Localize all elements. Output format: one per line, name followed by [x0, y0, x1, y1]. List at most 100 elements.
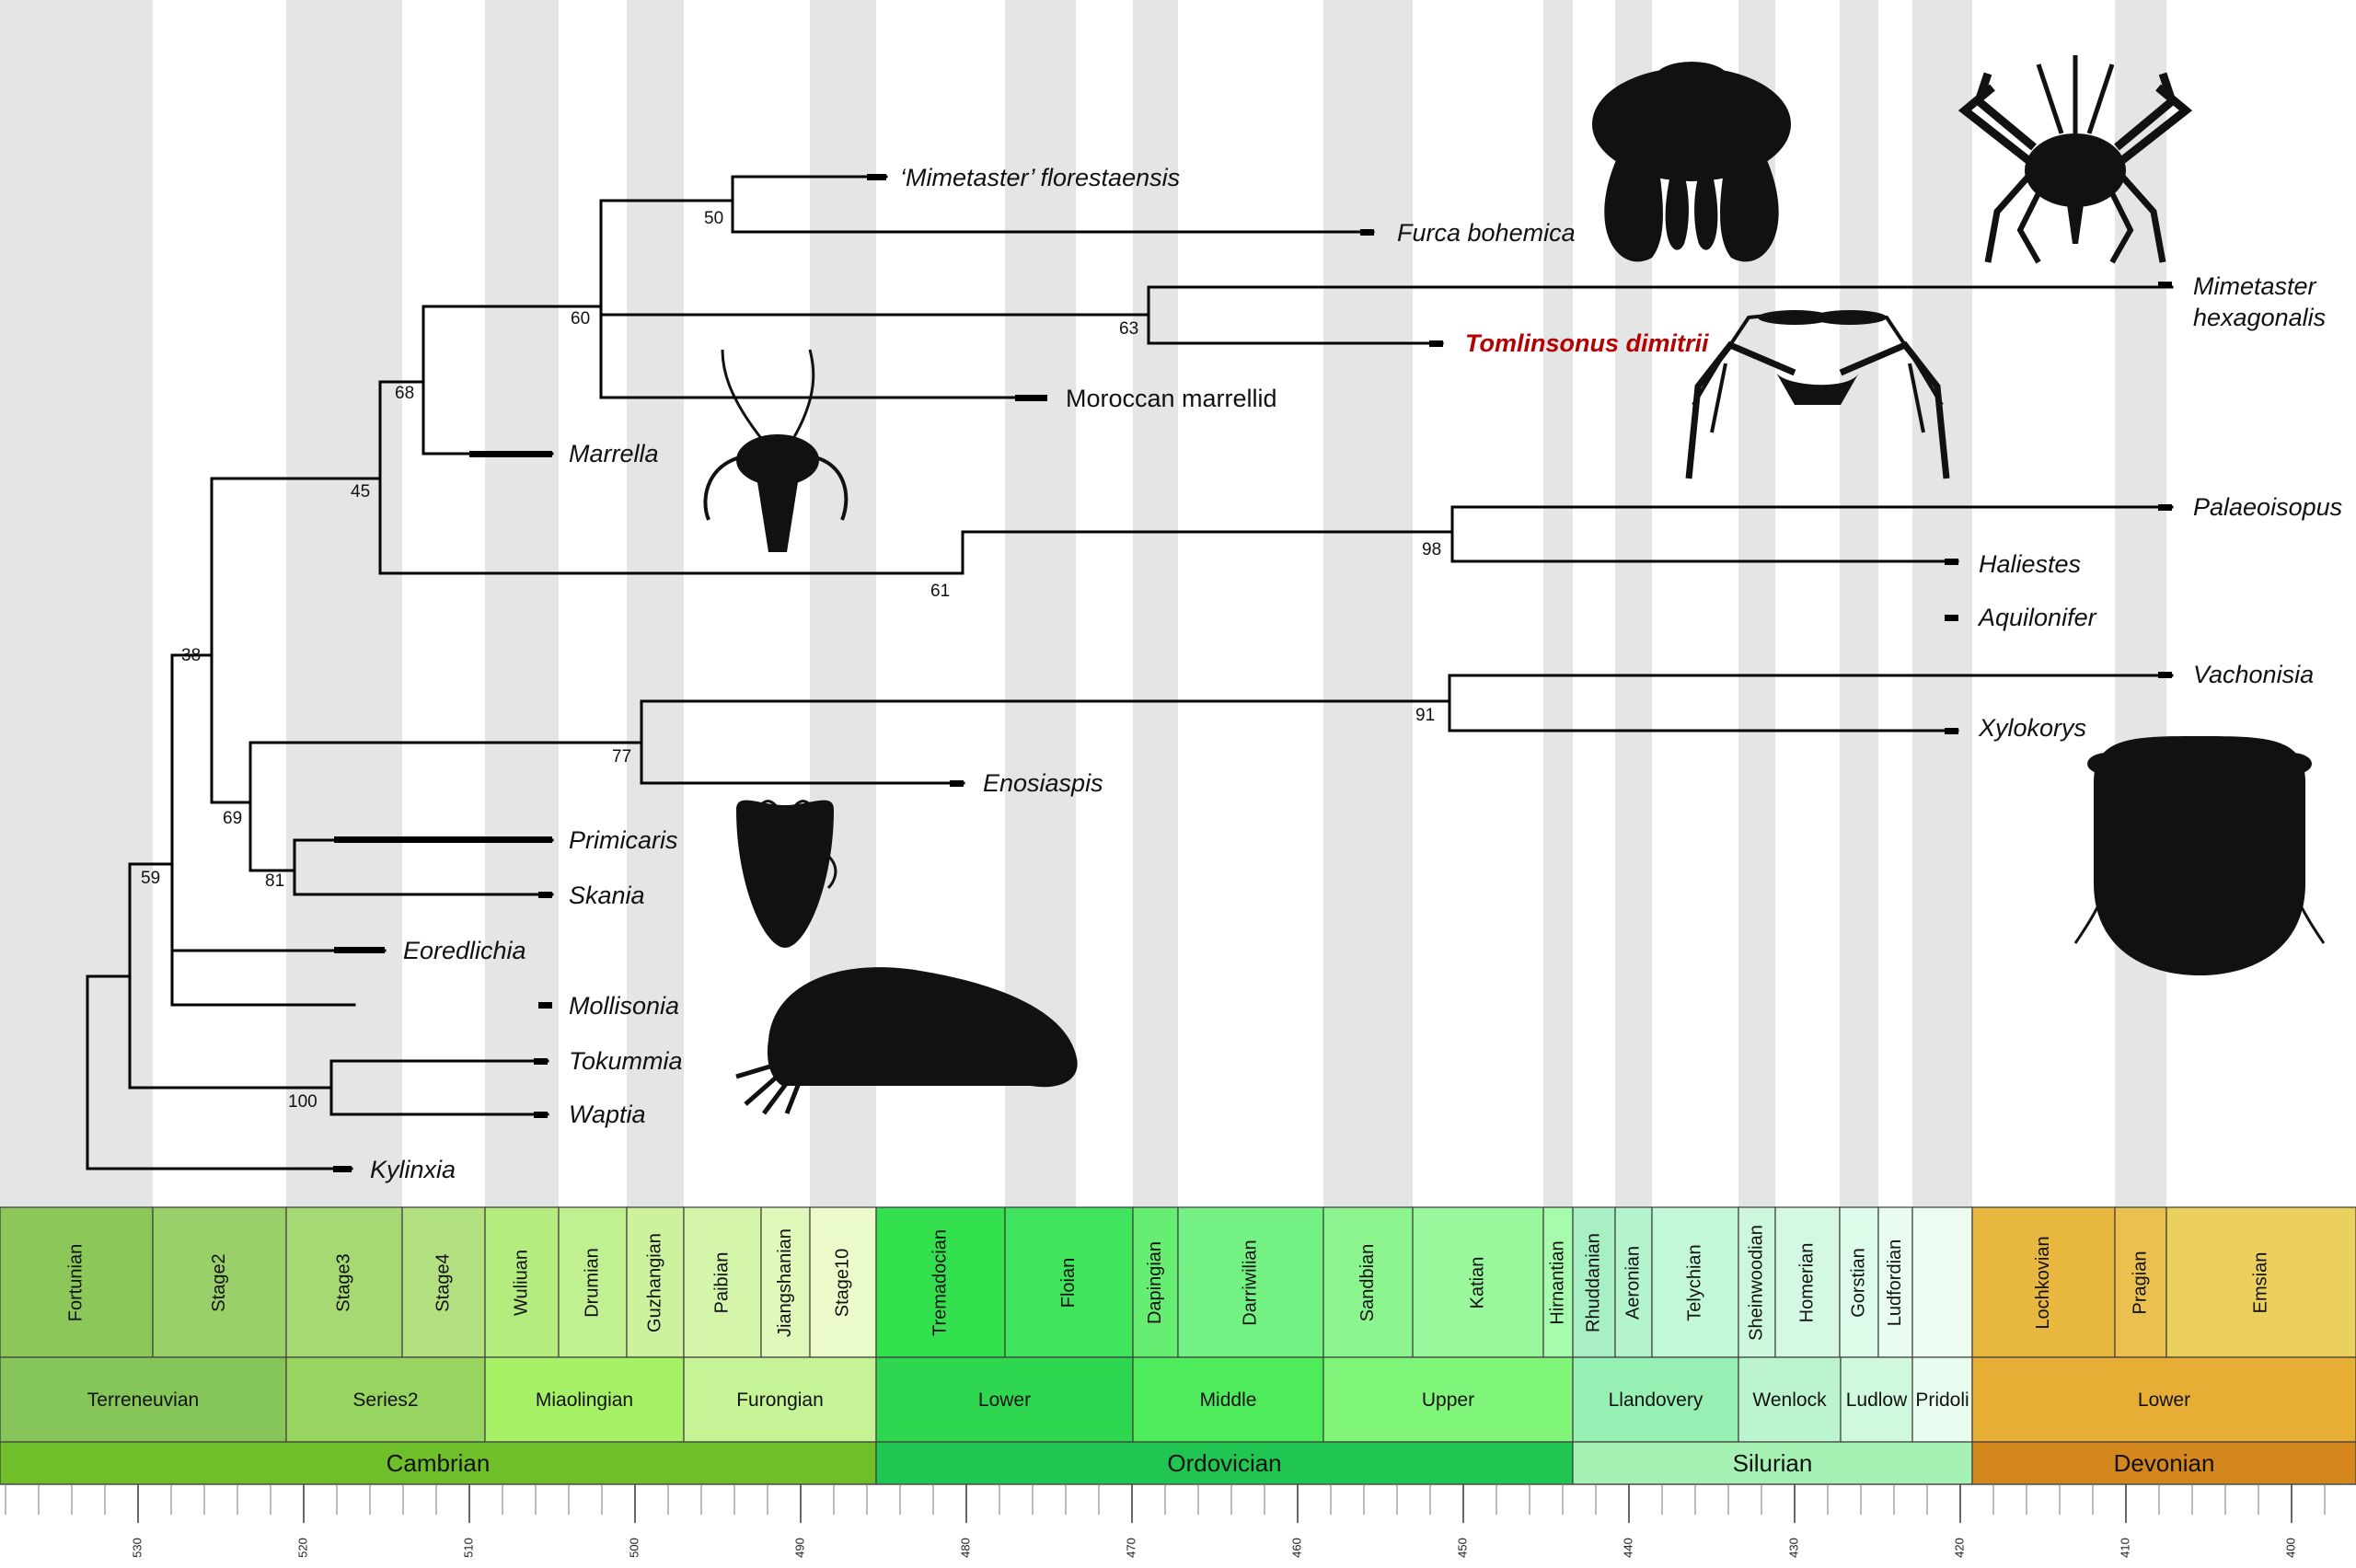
mollisonia-silhouette [735, 967, 1078, 1115]
series-cell [285, 1356, 486, 1443]
stage-label: Guzhangian [644, 1233, 664, 1332]
series-cell [484, 1356, 685, 1443]
series-label: Upper [1422, 1389, 1474, 1411]
stage-cell [1774, 1206, 1841, 1358]
phylogenetic-tree [86, 174, 2174, 1172]
stage-label: Paibian [711, 1252, 732, 1314]
stage-label: Wuliuan [511, 1250, 531, 1316]
primicaris-silhouette [736, 800, 837, 948]
stage-label: Katian [1467, 1257, 1487, 1309]
stage-label: Tremadocian [930, 1229, 950, 1336]
series-cell [0, 1356, 287, 1443]
axis-tick-label: 480 [958, 1538, 972, 1558]
stage-cell [0, 1206, 154, 1358]
node-support: 100 [288, 1092, 318, 1112]
taxon-label: Enosiaspis [983, 769, 1103, 797]
stage-cell [2114, 1206, 2167, 1358]
stage-label: Pragian [2130, 1251, 2150, 1315]
stage-cell [1412, 1206, 1544, 1358]
node-support: 50 [704, 209, 723, 228]
vachonisia-silhouette [2073, 736, 2326, 975]
stage-cell [1839, 1206, 1879, 1358]
axis-tick-label: 460 [1289, 1538, 1303, 1558]
stage-row: Fortunian Stage2 Stage3 Stage4 Wuliuan Drumia… [0, 1206, 2356, 1358]
stage-label: Hirnantian [1547, 1240, 1567, 1324]
axis-tick-label: 440 [1621, 1538, 1634, 1558]
series-label: Lower [2138, 1389, 2190, 1411]
stage-label: Sheinwoodian [1746, 1225, 1766, 1341]
stage-label: Drumian [582, 1248, 602, 1318]
stage-cell [1177, 1206, 1324, 1358]
stage-label: Stage2 [209, 1253, 229, 1311]
series-label: Terreneuvian [87, 1389, 199, 1411]
period-label: Cambrian [387, 1449, 491, 1477]
stage-label: Homerian [1796, 1243, 1817, 1323]
node-support: 69 [223, 809, 242, 828]
axis-tick-label: 530 [130, 1538, 144, 1558]
node-support: 45 [351, 482, 370, 502]
stage-label: Fortunian [65, 1244, 86, 1322]
stage-label: Rhuddanian [1583, 1233, 1603, 1332]
series-cell [1322, 1356, 1574, 1443]
period-cell [1572, 1441, 1973, 1485]
taxon-label: Furca bohemica [1397, 219, 1576, 247]
period-cell [1971, 1441, 2356, 1485]
series-cell [1840, 1356, 1913, 1443]
stage-cell [1542, 1206, 1574, 1358]
taxon-label: Palaeoisopus [2193, 493, 2342, 521]
tree-branches [86, 175, 2174, 1170]
stage-label: Darriwilian [1240, 1239, 1260, 1325]
stage-label: Ludfordian [1885, 1239, 1905, 1327]
series-label: Llandovery [1609, 1389, 1703, 1411]
taxon-labels: ‘Mimetaster’ florestaensis Furca bohemic… [370, 164, 2342, 1183]
stage-cell [1572, 1206, 1616, 1358]
axis-tick-label: 430 [1786, 1538, 1800, 1558]
taxon-label: Haliestes [1979, 550, 2081, 578]
node-support: 63 [1119, 319, 1138, 339]
taxon-label: ‘Mimetaster’ florestaensis [900, 164, 1180, 191]
geologic-timescale: Fortunian Stage2 Stage3 Stage4 Wuliuan Drumia… [0, 1206, 2356, 1558]
period-label: Devonian [2114, 1449, 2215, 1477]
stage-label: Stage4 [433, 1253, 453, 1311]
period-cell [875, 1441, 1574, 1485]
node-support: 38 [181, 646, 201, 665]
node-support: 68 [395, 384, 414, 403]
range-bars [333, 174, 2172, 1172]
taxon-label: Waptia [569, 1101, 646, 1128]
stage-cell [626, 1206, 685, 1358]
period-label: Silurian [1733, 1449, 1813, 1477]
stage-label: Jiangshanian [775, 1228, 795, 1337]
axis-tick-label: 500 [627, 1538, 641, 1558]
stage-label: Gorstian [1848, 1248, 1868, 1318]
background-stripes [0, 0, 2166, 1207]
stage-cell [875, 1206, 1006, 1358]
taxon-label: Primicaris [569, 826, 678, 854]
axis-tick-label: 520 [295, 1538, 309, 1558]
stage-cell [1004, 1206, 1134, 1358]
taxon-label: Tokummia [569, 1047, 683, 1075]
stage-label: Emsian [2250, 1252, 2270, 1314]
taxon-label: Kylinxia [370, 1156, 456, 1183]
taxon-label-highlighted: Tomlinsonus dimitrii [1465, 329, 1709, 357]
stage-label: Stage10 [832, 1249, 852, 1318]
stage-cell [285, 1206, 403, 1358]
period-label: Ordovician [1167, 1449, 1281, 1477]
stage-label: Stage3 [333, 1253, 353, 1311]
stage-label: Lochkovian [2033, 1236, 2053, 1329]
stage-cell [1738, 1206, 1776, 1358]
stage-cell [1971, 1206, 2116, 1358]
axis-tick-label: 410 [2118, 1538, 2131, 1558]
axis-tick-label: 490 [792, 1538, 806, 1558]
axis-tick-label: 400 [2283, 1538, 2297, 1558]
node-support: 60 [571, 309, 590, 329]
period-row: Cambrian Ordovician Silurian Devonian [0, 1441, 2356, 1485]
series-label: Ludlow [1846, 1389, 1908, 1411]
axis-tick-label: 420 [1952, 1538, 1966, 1558]
taxon-label: Marrella [569, 440, 659, 467]
node-support: 98 [1422, 540, 1441, 559]
taxon-label: Vachonisia [2193, 661, 2314, 688]
node-support: 59 [141, 869, 160, 888]
